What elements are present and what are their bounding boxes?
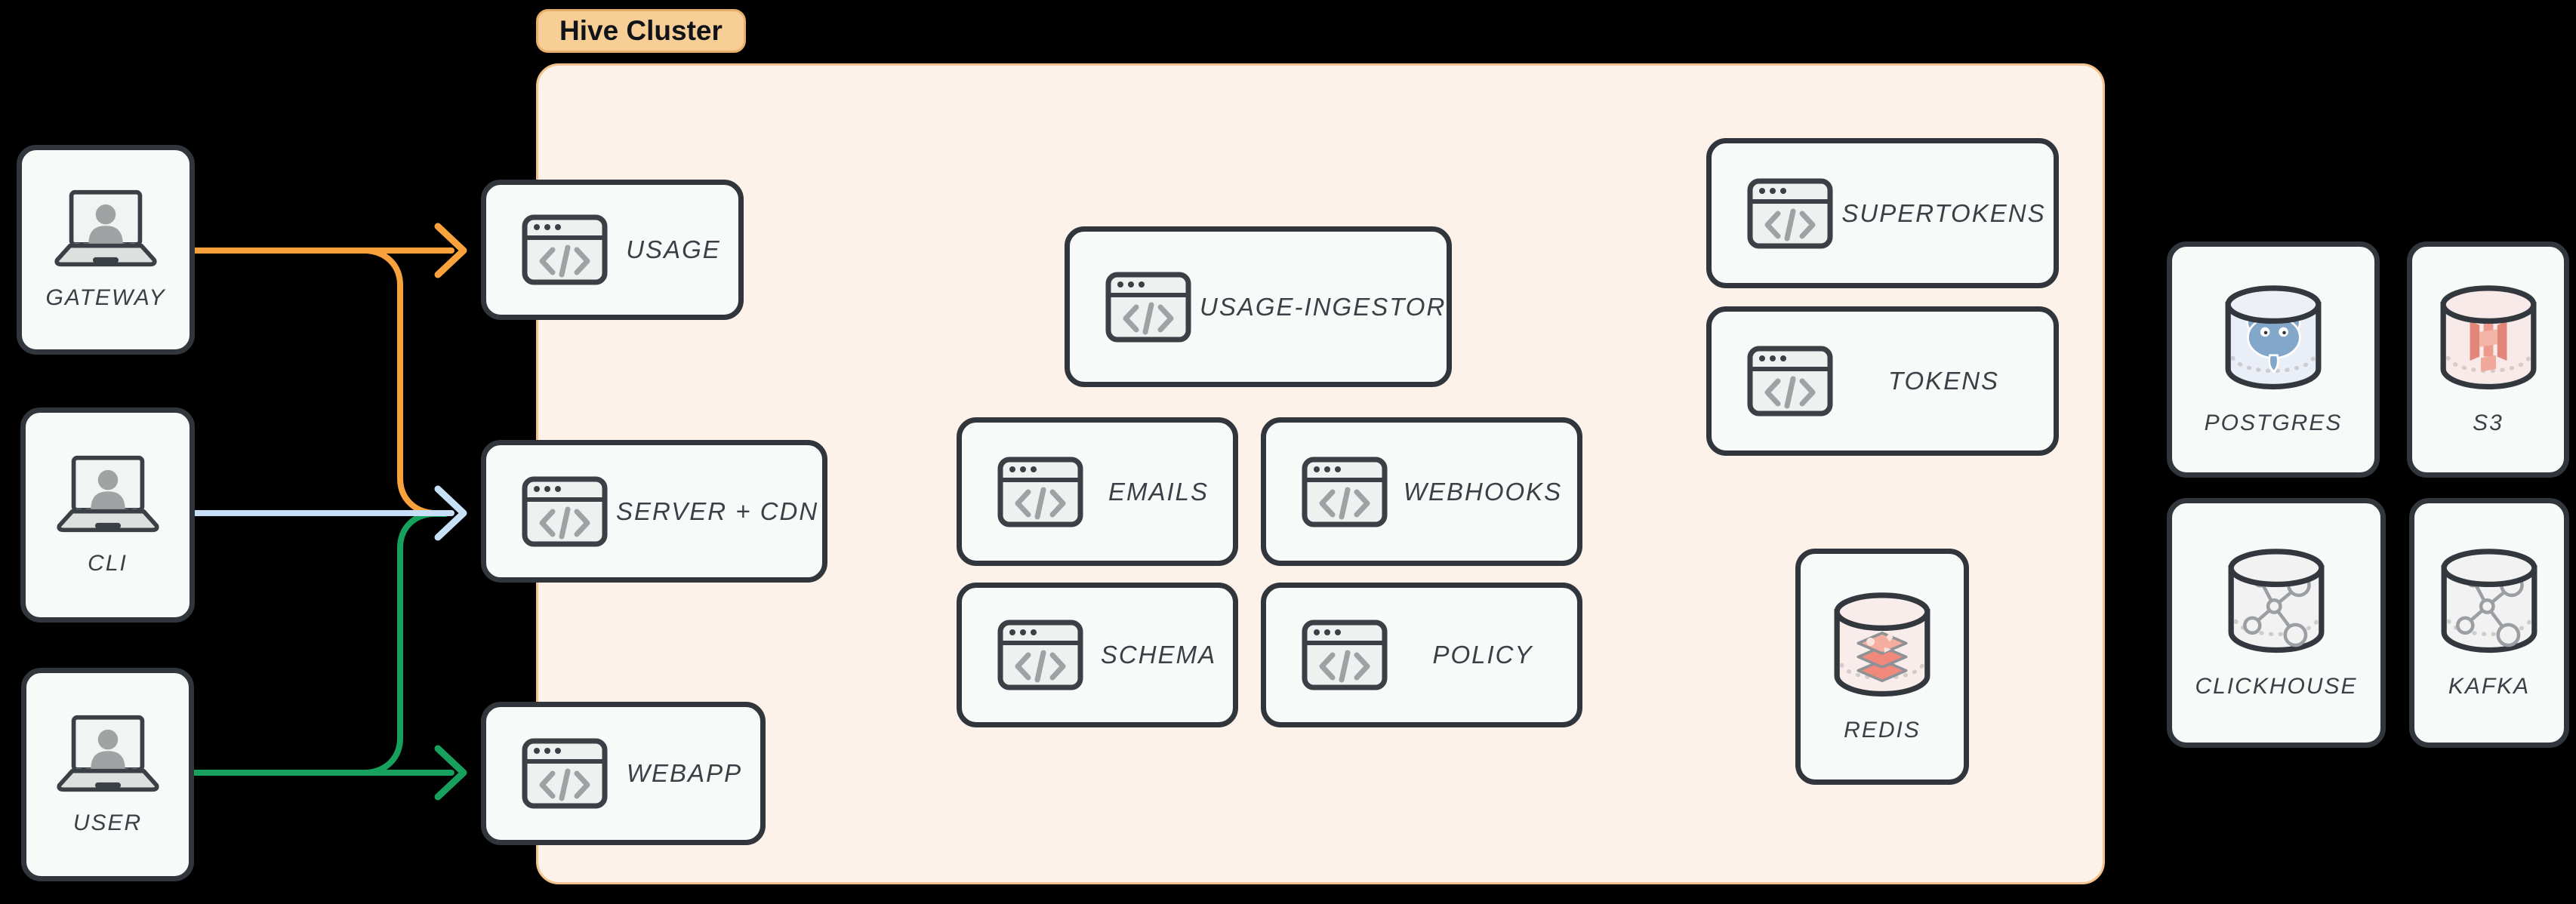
code-window-icon (1747, 346, 1833, 417)
code-window-icon (1302, 620, 1388, 690)
hive-cluster-label: Hive Cluster (536, 9, 746, 53)
node-gateway: GATEWAY (17, 145, 195, 355)
code-window-icon (522, 738, 608, 809)
node-clickhouse: CLICKHOUSE (2167, 498, 2386, 748)
node-redis: REDIS (1795, 549, 1969, 785)
node-server-cdn: SERVER + CDN (481, 440, 827, 583)
node-kafka: KAFKA (2409, 498, 2569, 748)
s3-database-icon (2440, 284, 2536, 389)
code-window-icon (522, 214, 608, 285)
node-usage: USAGE (481, 180, 744, 320)
node-policy: POLICY (1261, 583, 1582, 727)
node-label: SERVER + CDN (616, 497, 819, 525)
edge-gateway-server-cdn (364, 248, 448, 516)
node-schema: SCHEMA (957, 583, 1238, 727)
node-label: KAFKA (2448, 673, 2531, 699)
arrowhead-webapp (434, 745, 467, 801)
node-label: USAGE (626, 235, 721, 263)
node-label: S3 (2473, 410, 2504, 435)
node-label: CLI (88, 550, 128, 576)
node-emails: EMAILS (957, 417, 1238, 566)
arrowhead-server-cdn (434, 485, 467, 541)
node-label: GATEWAY (45, 285, 166, 310)
node-label: USER (72, 810, 143, 835)
node-usage-ingestor: USAGE-INGESTOR (1065, 226, 1452, 387)
node-postgres: POSTGRES (2167, 241, 2380, 478)
redis-database-icon (1834, 592, 1930, 696)
laptop-user-icon (56, 715, 159, 792)
edge-user-server-cdn (364, 511, 448, 776)
node-user: USER (21, 668, 194, 881)
postgres-database-icon (2225, 284, 2322, 389)
node-label: POSTGRES (2204, 410, 2343, 435)
laptop-user-icon (54, 189, 157, 267)
arrowhead-usage (434, 223, 467, 278)
code-window-icon (522, 476, 608, 546)
code-window-icon (1747, 178, 1833, 248)
node-label: EMAILS (1108, 477, 1209, 506)
cluster-database-icon (2441, 548, 2537, 653)
node-supertokens: SUPERTOKENS (1706, 138, 2059, 288)
hive-cluster-label-text: Hive Cluster (559, 15, 723, 46)
node-tokens: TOKENS (1706, 306, 2059, 456)
node-label: SUPERTOKENS (1841, 198, 2046, 227)
code-window-icon (997, 457, 1083, 527)
node-cli: CLI (20, 407, 195, 623)
node-s3: S3 (2407, 241, 2569, 478)
node-label: WEBAPP (626, 759, 743, 787)
node-label: POLICY (1432, 641, 1533, 669)
node-label: TOKENS (1887, 367, 2000, 395)
node-label: SCHEMA (1100, 641, 1217, 669)
cluster-database-icon (2228, 548, 2325, 653)
node-label: WEBHOOKS (1403, 477, 1563, 506)
node-label: USAGE-INGESTOR (1200, 292, 1447, 321)
laptop-user-icon (56, 455, 159, 532)
node-webapp: WEBAPP (481, 702, 766, 845)
code-window-icon (1105, 272, 1191, 342)
code-window-icon (997, 620, 1083, 690)
s3-bucket (2470, 312, 2507, 372)
node-webhooks: WEBHOOKS (1261, 417, 1582, 566)
code-window-icon (1302, 457, 1388, 527)
node-label: CLICKHOUSE (2195, 673, 2358, 699)
node-label: REDIS (1844, 717, 1921, 743)
